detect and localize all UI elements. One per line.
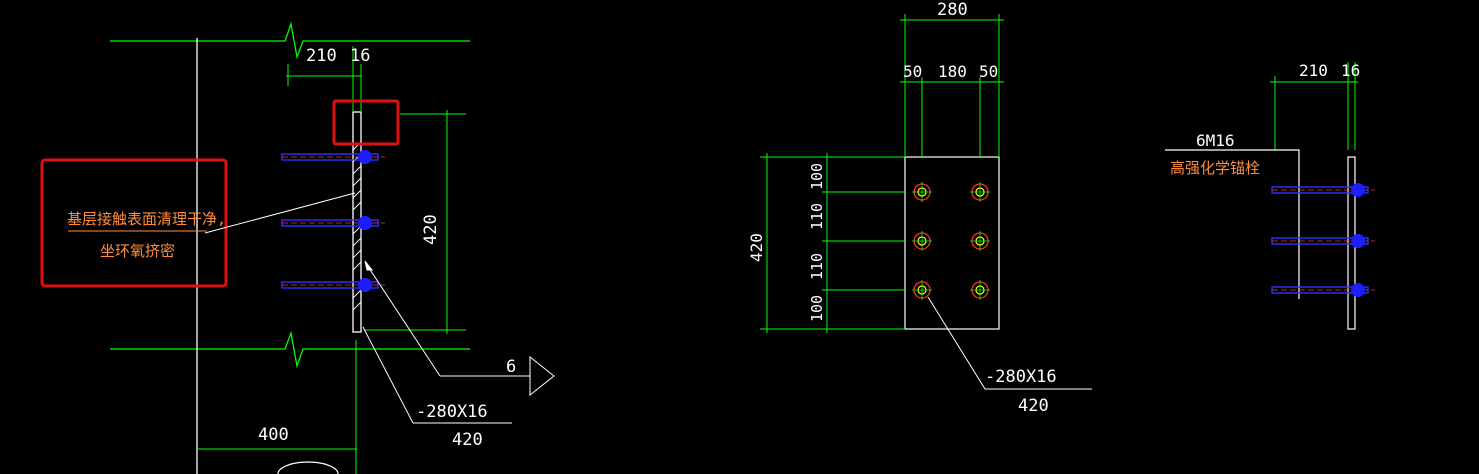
dim-280-label: 280 <box>937 0 968 20</box>
bolt-desc-label: 高强化学锚栓 <box>1170 159 1260 177</box>
partial-circle <box>277 461 339 474</box>
dim-110-b-label: 110 <box>808 253 826 280</box>
left-elevation-view: 210 16 420 400 基层接触表面清理干净, 坐环氧挤密 <box>40 21 555 474</box>
bolt-left-3 <box>281 278 385 292</box>
weld-arrow-leader <box>364 260 555 397</box>
bolt-hole-1 <box>912 182 932 202</box>
bolt-right-2 <box>1271 234 1375 248</box>
dim-180-label: 180 <box>938 62 967 81</box>
note-line-2: 坐环氧挤密 <box>100 242 175 260</box>
bolt-hole-4 <box>970 231 990 251</box>
anchor-boundary-line <box>1165 149 1300 299</box>
dim-420-vertical-label: 420 <box>747 233 766 262</box>
note-line-1: 基层接触表面清理干净, <box>67 210 226 228</box>
bolt-right-1 <box>1271 183 1375 197</box>
dim-top-right <box>1270 62 1358 150</box>
dim-top-left <box>286 46 362 112</box>
bottom-break-line <box>110 330 470 369</box>
bolt-right-3 <box>1271 283 1375 297</box>
dim-100-bottom-label: 100 <box>808 295 826 322</box>
dim-vertical-420 <box>364 110 466 334</box>
right-section-view: 210 16 6M16 高强化学锚栓 <box>1165 61 1375 330</box>
note-leader-line <box>204 192 356 234</box>
dim-100-top-label: 100 <box>808 163 826 190</box>
bolt-spec-label: 6M16 <box>1196 131 1235 150</box>
section-mark-6: 6 <box>506 357 516 377</box>
bolt-hole-3 <box>912 231 932 251</box>
bolt-hole-5 <box>912 280 932 300</box>
dim-top-middle <box>900 14 1004 157</box>
highlight-box-note <box>40 158 228 288</box>
dim-420-label: 420 <box>421 214 441 245</box>
bolt-left-1 <box>281 150 385 164</box>
bolt-left-2 <box>281 216 385 230</box>
dim-110-a-label: 110 <box>808 203 826 230</box>
plate-plan-view: 280 50 180 50 420 100 110 110 100 -2 <box>747 0 1092 416</box>
plate-outline <box>904 156 1000 330</box>
dim-50-right-label: 50 <box>979 62 998 81</box>
bolt-hole-2 <box>970 182 990 202</box>
bolt-hole-6 <box>970 280 990 300</box>
highlight-box-plate-top <box>332 99 400 146</box>
dim-50-left-label: 50 <box>903 62 922 81</box>
dim-16-right-label: 16 <box>1341 61 1360 80</box>
dim-bottom-400 <box>197 340 357 474</box>
dim-400-label: 400 <box>258 425 289 445</box>
top-break-line <box>110 21 470 60</box>
plate-spec-label: -280X16 <box>416 402 488 422</box>
plate-spec-leader-middle <box>927 296 1092 390</box>
plate-length-label: 420 <box>452 430 483 450</box>
plate-spec-leader <box>362 326 512 424</box>
plate-hatch <box>352 141 362 311</box>
plate-spec-label-middle: -280X16 <box>985 367 1057 387</box>
dim-210-label: 210 <box>306 46 337 66</box>
plate-length-label-middle: 420 <box>1018 396 1049 416</box>
dim-16-label: 16 <box>350 46 370 66</box>
dim-left-middle <box>760 153 905 333</box>
dim-210-right-label: 210 <box>1299 61 1328 80</box>
